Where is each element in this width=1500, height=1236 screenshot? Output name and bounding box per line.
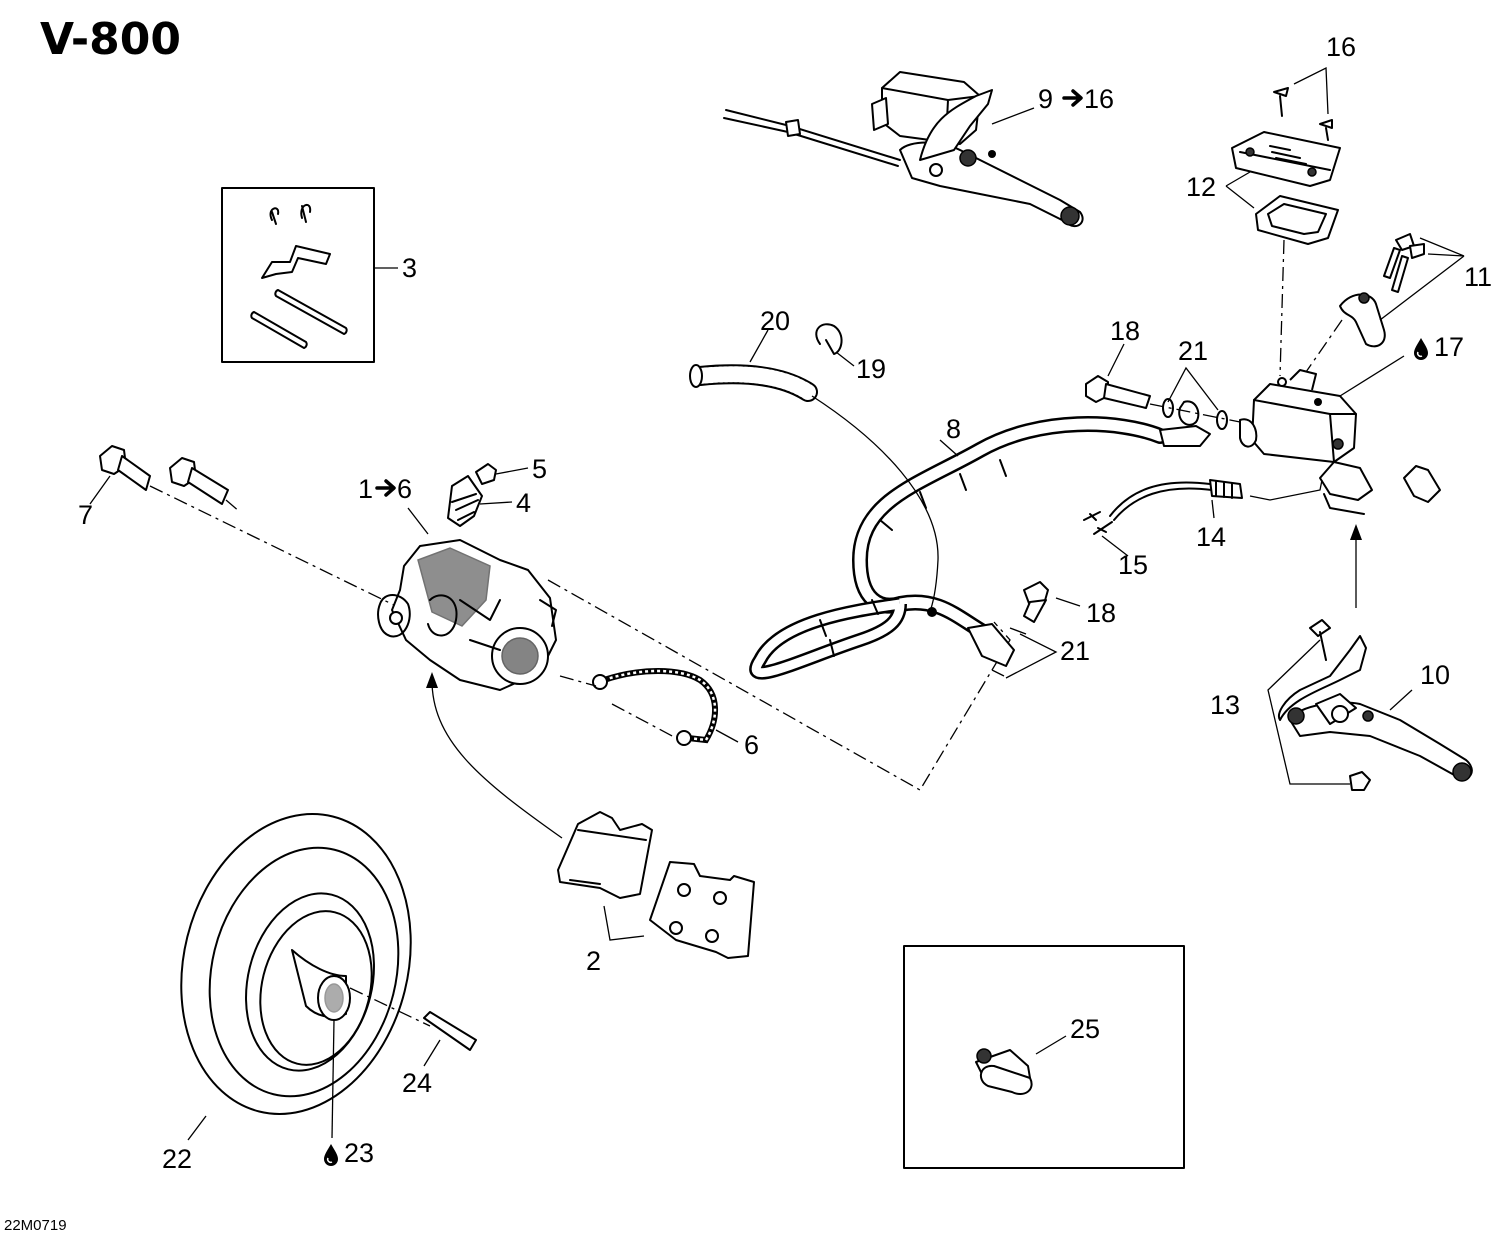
callout-1-range-end: 6 (397, 474, 412, 504)
callout-9: 9 (1038, 84, 1053, 114)
dust-cap (1403, 465, 1441, 503)
drawing-code: 22M0719 (4, 1217, 67, 1234)
callout-11: 11 (1464, 262, 1492, 292)
oil-drop-icon-17 (1413, 337, 1429, 361)
caliper-bolts (89, 445, 401, 609)
callout-17: 17 (1434, 332, 1464, 362)
right-arrow-icon (375, 479, 396, 497)
callout-18-lower: 18 (1086, 598, 1116, 628)
callout-13: 13 (1210, 690, 1240, 720)
banjo-bolt-upper (1085, 343, 1251, 430)
callout-7: 7 (78, 500, 93, 530)
callout-6: 6 (744, 730, 759, 760)
brake-lever-assembly (723, 71, 1084, 228)
master-cylinder (1239, 355, 1405, 515)
hose-protector (689, 329, 939, 613)
callout-15: 15 (1118, 550, 1148, 580)
brake-light-switch (1083, 479, 1243, 557)
callout-24: 24 (402, 1068, 432, 1098)
callout-21-lower: 21 (1060, 636, 1090, 666)
callout-4: 4 (516, 488, 531, 518)
brake-caliper (377, 507, 557, 691)
handlebar-clamp (1305, 233, 1465, 373)
callout-9-range-end: 16 (1084, 84, 1114, 114)
callout-12: 12 (1186, 172, 1216, 202)
banjo-bolt-lower (991, 581, 1081, 679)
brake-lever (1267, 530, 1473, 791)
callout-8: 8 (946, 414, 961, 444)
callout-10: 10 (1420, 660, 1450, 690)
callout-22: 22 (162, 1144, 192, 1174)
right-arrow-icon-9 (1062, 89, 1083, 107)
diagram-title: V-800 (40, 14, 181, 65)
bleeder-screw (447, 463, 529, 527)
brake-pads (557, 811, 755, 959)
callout-5: 5 (532, 454, 547, 484)
callout-23: 23 (344, 1138, 374, 1168)
pad-install-arrow (431, 675, 563, 839)
lever-install-arrow (1350, 524, 1362, 540)
pin-kit-box (221, 187, 398, 363)
callout-16: 16 (1326, 32, 1356, 62)
callout-2: 2 (586, 946, 601, 976)
clip-box (903, 945, 1185, 1169)
callout-20: 20 (760, 306, 790, 336)
callout-3: 3 (402, 253, 417, 283)
oil-drop-icon (323, 1143, 339, 1167)
reservoir-cover (1225, 66, 1341, 377)
callout-21-upper: 21 (1178, 336, 1208, 366)
brake-hose (749, 416, 1211, 680)
caliper-wire (559, 668, 739, 746)
callout-25: 25 (1070, 1014, 1100, 1044)
callout-14: 14 (1196, 522, 1226, 552)
brake-disc (180, 813, 477, 1141)
callout-18-upper: 18 (1110, 316, 1140, 346)
callout-19: 19 (856, 354, 886, 384)
hose-clamp (815, 323, 855, 367)
callout-1: 1 (358, 474, 373, 504)
